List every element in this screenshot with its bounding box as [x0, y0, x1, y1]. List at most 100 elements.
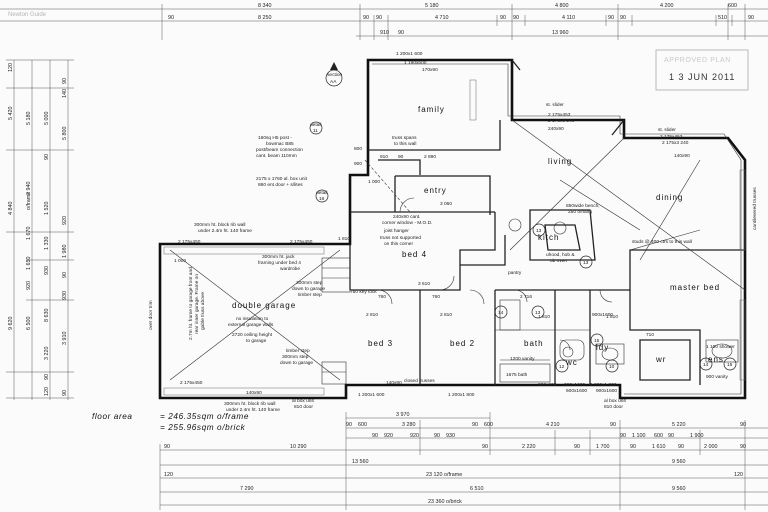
note-truss-not2: on this corner	[384, 241, 413, 247]
dim-top-2-5: 90	[500, 15, 506, 21]
idim-19: 140x90	[674, 153, 690, 159]
room-wc: wc	[565, 358, 578, 367]
idim-20: 240x90	[548, 126, 564, 132]
detail-bubbles: 13 13 14 13 15 12 10 14 15	[494, 223, 737, 373]
interior-dimensions: 1 000 2 890 910 90 800 900 3 060 3 610 7…	[174, 60, 690, 398]
dim-bottom-3-5: 90	[620, 433, 626, 439]
idim-6: 3 060	[440, 201, 452, 207]
dim-bottom-1-0: 3 970	[396, 412, 410, 418]
note-frame3: gable truss above	[200, 292, 206, 330]
dim-left-4-4: 1 980	[62, 245, 68, 259]
note-hob: uhood, hob &	[546, 252, 575, 258]
note-vanity: 1200 vanity	[510, 356, 535, 362]
note-timber-step2: 300mm step	[282, 354, 309, 360]
dim-left-4-0: 90	[62, 78, 68, 84]
note-block-rib-bottom2: under 2.4m ht. 140 frame	[226, 407, 280, 413]
dim-top-2-11: 90	[748, 15, 754, 21]
note-over-door: over door trim	[148, 300, 154, 330]
dim-bottom-4-10: 90	[740, 444, 746, 450]
dim-left-2-1: 2 940	[26, 182, 32, 196]
dim-top-2-7: 4 110	[562, 15, 575, 21]
note-truss-spans: truss spans	[392, 135, 417, 141]
note-studs: studs @ 400 ctrs to this wall	[632, 239, 692, 245]
dim-bottom-3-6: 1 100	[632, 433, 646, 439]
dim-top-2-2: 90	[363, 15, 369, 21]
top-dimensions: 8 340 5 180 4 800 4 200 600 90 8 250 90 …	[0, 3, 768, 40]
note-gar-2175b: 2 175x450	[180, 380, 203, 386]
room-double-garage: double garage	[232, 301, 296, 310]
dim-left-3-5: 8 630	[44, 309, 50, 323]
dim-top-1-3: 4 200	[660, 3, 674, 9]
bubble-7: 14	[703, 362, 709, 368]
dim-bottom-3-4: 930	[446, 433, 455, 439]
dim-left-4-2: 5 800	[62, 127, 68, 141]
idim-22: 1 190x600	[404, 60, 427, 66]
idim-21: 170x90	[422, 67, 438, 73]
dim-left-3-6: 3 220	[44, 347, 50, 361]
dim-left-2-5: 1 650	[26, 257, 32, 271]
dim-top-2-0: 90	[168, 15, 174, 21]
bubble-0: 13	[536, 228, 542, 234]
dim-bottom-3-9: 1 900	[690, 433, 704, 439]
idim-15: 1 810	[538, 314, 550, 320]
fixtures	[499, 218, 739, 383]
note-truss-not: truss not supported	[380, 235, 421, 241]
bottom-dimensions: 3 970 90 600 3 280 90 600 4 210 90 5 220…	[159, 412, 768, 510]
floor-area-brick: = 255.96sqm o/brick	[160, 423, 246, 432]
room-wr: wr	[655, 355, 666, 364]
idim-28: 1 810	[338, 236, 350, 242]
room-master-bed: master bed	[670, 283, 720, 292]
idim-17: 140x90	[386, 380, 402, 386]
dim-bottom-4-5: 1 700	[596, 444, 610, 450]
dim-bottom-4-7: 1 610	[652, 444, 666, 450]
dim-top-1-1: 5 180	[425, 3, 439, 9]
note-post2: bowmac B85	[266, 141, 294, 147]
room-bed3: bed 3	[368, 339, 393, 348]
dim-left-3-2: 1 520	[44, 202, 50, 216]
room-ens: ens	[708, 355, 724, 364]
note-bench-ldy: 900x1600	[596, 388, 617, 394]
dim-bottom-2-8: 90	[740, 422, 746, 428]
note-corner-window2: corner window - M.O.D.	[382, 220, 432, 226]
note-hob2: ub oven	[550, 258, 567, 264]
dim-left-2-0: 5 180	[26, 112, 32, 126]
note-shower-ens: 1 100 shower	[706, 344, 735, 350]
note-jack-framing2: framing under bed 4	[258, 260, 301, 266]
dim-top-3-0: 910	[380, 30, 389, 36]
room-pantry: pantry	[508, 270, 522, 276]
hatched-bands	[163, 79, 746, 396]
idim-24: 1 200x1 800	[590, 382, 617, 388]
dim-top-2-1: 8 250	[258, 15, 272, 21]
dim-bottom-7-2: 9 560	[672, 486, 686, 492]
dim-left-1-0: 120	[8, 63, 14, 72]
dim-left-4-8: 90	[62, 390, 68, 396]
idim-9: 760	[432, 294, 440, 300]
dim-left-3-1: 90	[44, 154, 50, 160]
dim-left-2-4: 6 500	[26, 317, 32, 331]
note-slider-dining: st. slider	[658, 127, 676, 133]
dim-bottom-4-0: 90	[164, 444, 170, 450]
stamp-title: APPROVED PLAN	[664, 57, 731, 64]
note-jack-framing: 300mm ht. jack	[262, 254, 295, 260]
idim-16: 1 000	[174, 258, 186, 264]
detail-11-id: 11	[313, 128, 318, 134]
room-kitch: kitch	[538, 233, 559, 242]
dim-left-1-1: 5 420	[8, 107, 14, 121]
dim-left-4-1: 140	[62, 89, 68, 98]
dim-bottom-4-8: 90	[678, 444, 684, 450]
dim-bottom-7-0: 7 290	[240, 486, 254, 492]
idim-14: 2 716	[520, 294, 532, 300]
floor-area-note: floor area = 246.35sqm o/frame = 255.96s…	[92, 412, 248, 432]
note-gar-2175: 2 175x450	[290, 239, 313, 245]
room-living: living	[548, 157, 572, 166]
note-bath-1675: 1675 bath	[506, 372, 528, 378]
detail-11-label: detail	[310, 122, 321, 128]
idim-10: 2 810	[366, 312, 378, 318]
idim-0: 1 000	[368, 179, 380, 185]
note-garage-ceiling: 2720 ceiling height	[232, 332, 273, 338]
room-bath: bath	[524, 339, 544, 348]
idim-7: 3 610	[418, 281, 430, 287]
idim-23: 710	[646, 332, 654, 338]
note-fill-hatch: 2 175x450	[178, 239, 201, 245]
dim-left-3-8: 120	[44, 387, 50, 396]
